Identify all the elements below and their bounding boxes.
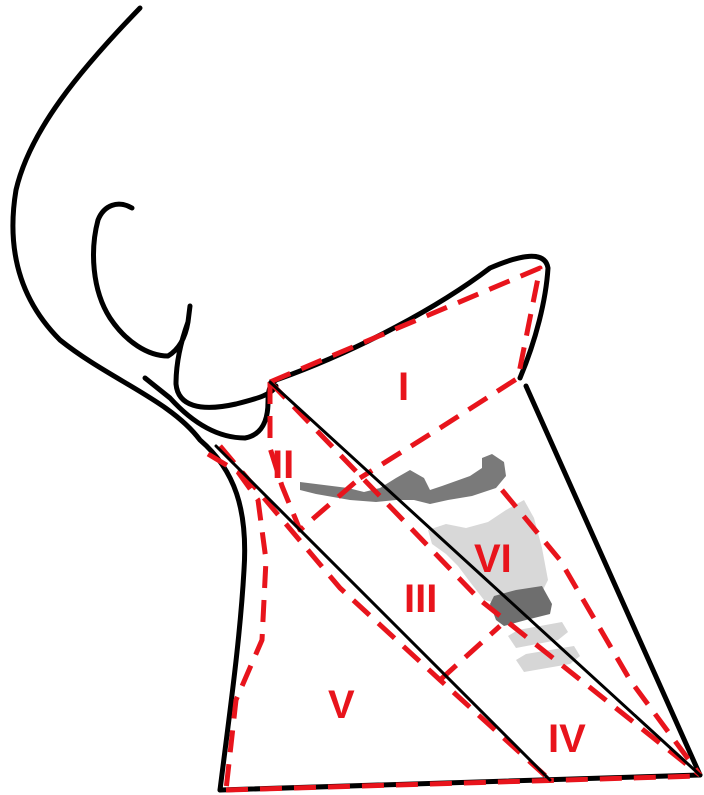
level-label-II: II (272, 443, 294, 487)
level-label-V: V (328, 683, 355, 727)
base-line (220, 775, 700, 790)
ear-line (94, 204, 276, 407)
level-V-boundary (208, 454, 266, 790)
level-label-I: I (398, 365, 409, 409)
hyoid-bone (300, 454, 506, 504)
level-label-III: III (404, 577, 437, 621)
face-profile-line (13, 8, 245, 790)
level-III-lower-boundary (440, 626, 500, 680)
profile-outline (13, 8, 700, 790)
tracheal-ring-2 (516, 646, 580, 672)
level-label-VI: VI (474, 537, 512, 581)
level-label-IV: IV (548, 717, 586, 761)
larynx-anatomy (300, 454, 580, 672)
